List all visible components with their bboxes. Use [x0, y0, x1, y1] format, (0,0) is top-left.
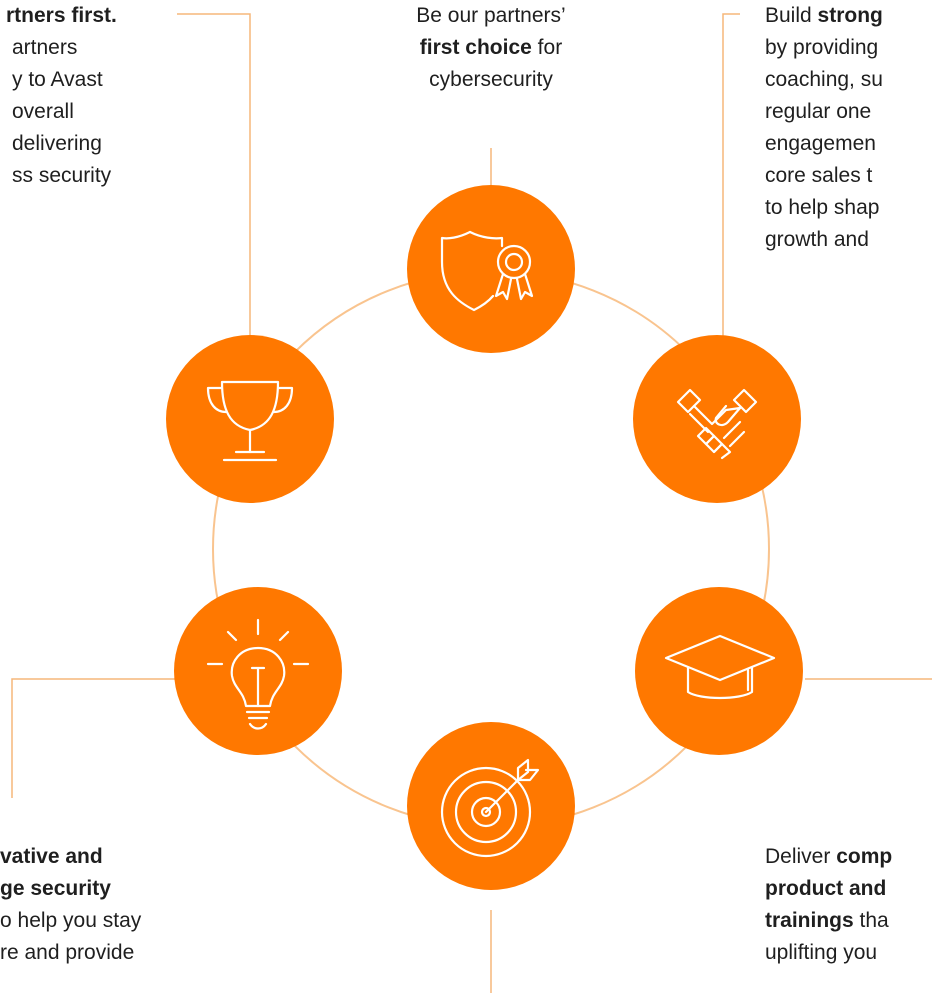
top-left-line-2: artners — [12, 36, 78, 59]
bottom-right-line-3: trainings tha — [765, 909, 889, 932]
bottom-right-text: Deliver comp product and trainings tha u… — [765, 841, 892, 969]
bottom-right-line-1: Deliver comp — [765, 845, 893, 868]
top-right-line-7: to help shap — [765, 196, 880, 219]
top-right-text: Build strong by providing coaching, su r… — [765, 0, 883, 256]
handshake-icon — [676, 388, 758, 460]
bottom-left-line-3: o help you stay — [0, 909, 142, 932]
top-left-line-3: y to Avast — [12, 68, 103, 91]
top-center-text: Be our partners’ first choice for cybers… — [361, 0, 621, 96]
connector-lines — [11, 13, 932, 993]
top-right-line-5: engagemen — [765, 132, 876, 155]
bottom-right-line-2: product and — [765, 877, 887, 900]
top-left-line-5: delivering — [12, 132, 102, 155]
top-left-line-1: rtners first. — [6, 4, 117, 27]
top-center-line-1: Be our partners’ — [416, 4, 566, 27]
top-right-line-2: by providing — [765, 36, 879, 59]
bottom-left-line-4: re and provide — [0, 941, 135, 964]
lightbulb-icon — [206, 618, 310, 730]
connector-top-right — [722, 13, 740, 338]
shield-award-icon — [440, 230, 534, 312]
bottom-left-line-2: ge security — [0, 877, 111, 900]
connector-bottom-left — [11, 678, 176, 798]
top-left-text: rtners first. artners y to Avast overall… — [0, 0, 117, 192]
graduation-cap-node — [635, 587, 803, 755]
connector-top-left — [177, 13, 251, 338]
bottom-left-line-1: vative and — [0, 845, 103, 868]
top-right-line-1: Build strong — [765, 4, 883, 27]
top-right-line-6: core sales t — [765, 164, 873, 187]
top-center-line-3: cybersecurity — [429, 68, 553, 91]
top-right-line-3: coaching, su — [765, 68, 883, 91]
graduation-cap-icon — [664, 634, 776, 700]
top-right-line-8: growth and — [765, 228, 869, 251]
top-center-line-2: first choice for — [419, 36, 563, 59]
bottom-left-text: vative and ge security o help you stay r… — [0, 841, 141, 969]
top-left-line-6: ss security — [12, 164, 112, 187]
bottom-right-line-4: uplifting you — [765, 941, 878, 964]
trophy-node — [166, 335, 334, 503]
top-left-line-4: overall — [12, 100, 74, 123]
shield-award-node — [407, 185, 575, 353]
top-right-line-4: regular one — [765, 100, 872, 123]
trophy-icon — [206, 380, 294, 462]
target-arrow-icon — [440, 758, 540, 858]
